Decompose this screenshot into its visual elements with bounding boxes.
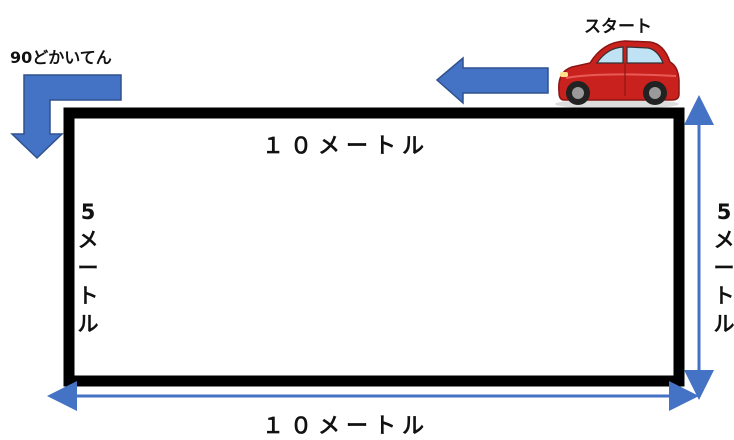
top-length-label: １０メートル <box>262 134 431 159</box>
car-icon <box>555 40 680 109</box>
turn-down-arrow-icon <box>10 74 122 160</box>
track-rectangle <box>63 107 685 387</box>
start-label: スタート <box>584 17 652 37</box>
left-arrow-icon <box>435 56 549 105</box>
turn-label: 90どかいてん <box>10 48 112 67</box>
bottom-length-label: １０メートル <box>262 414 431 439</box>
